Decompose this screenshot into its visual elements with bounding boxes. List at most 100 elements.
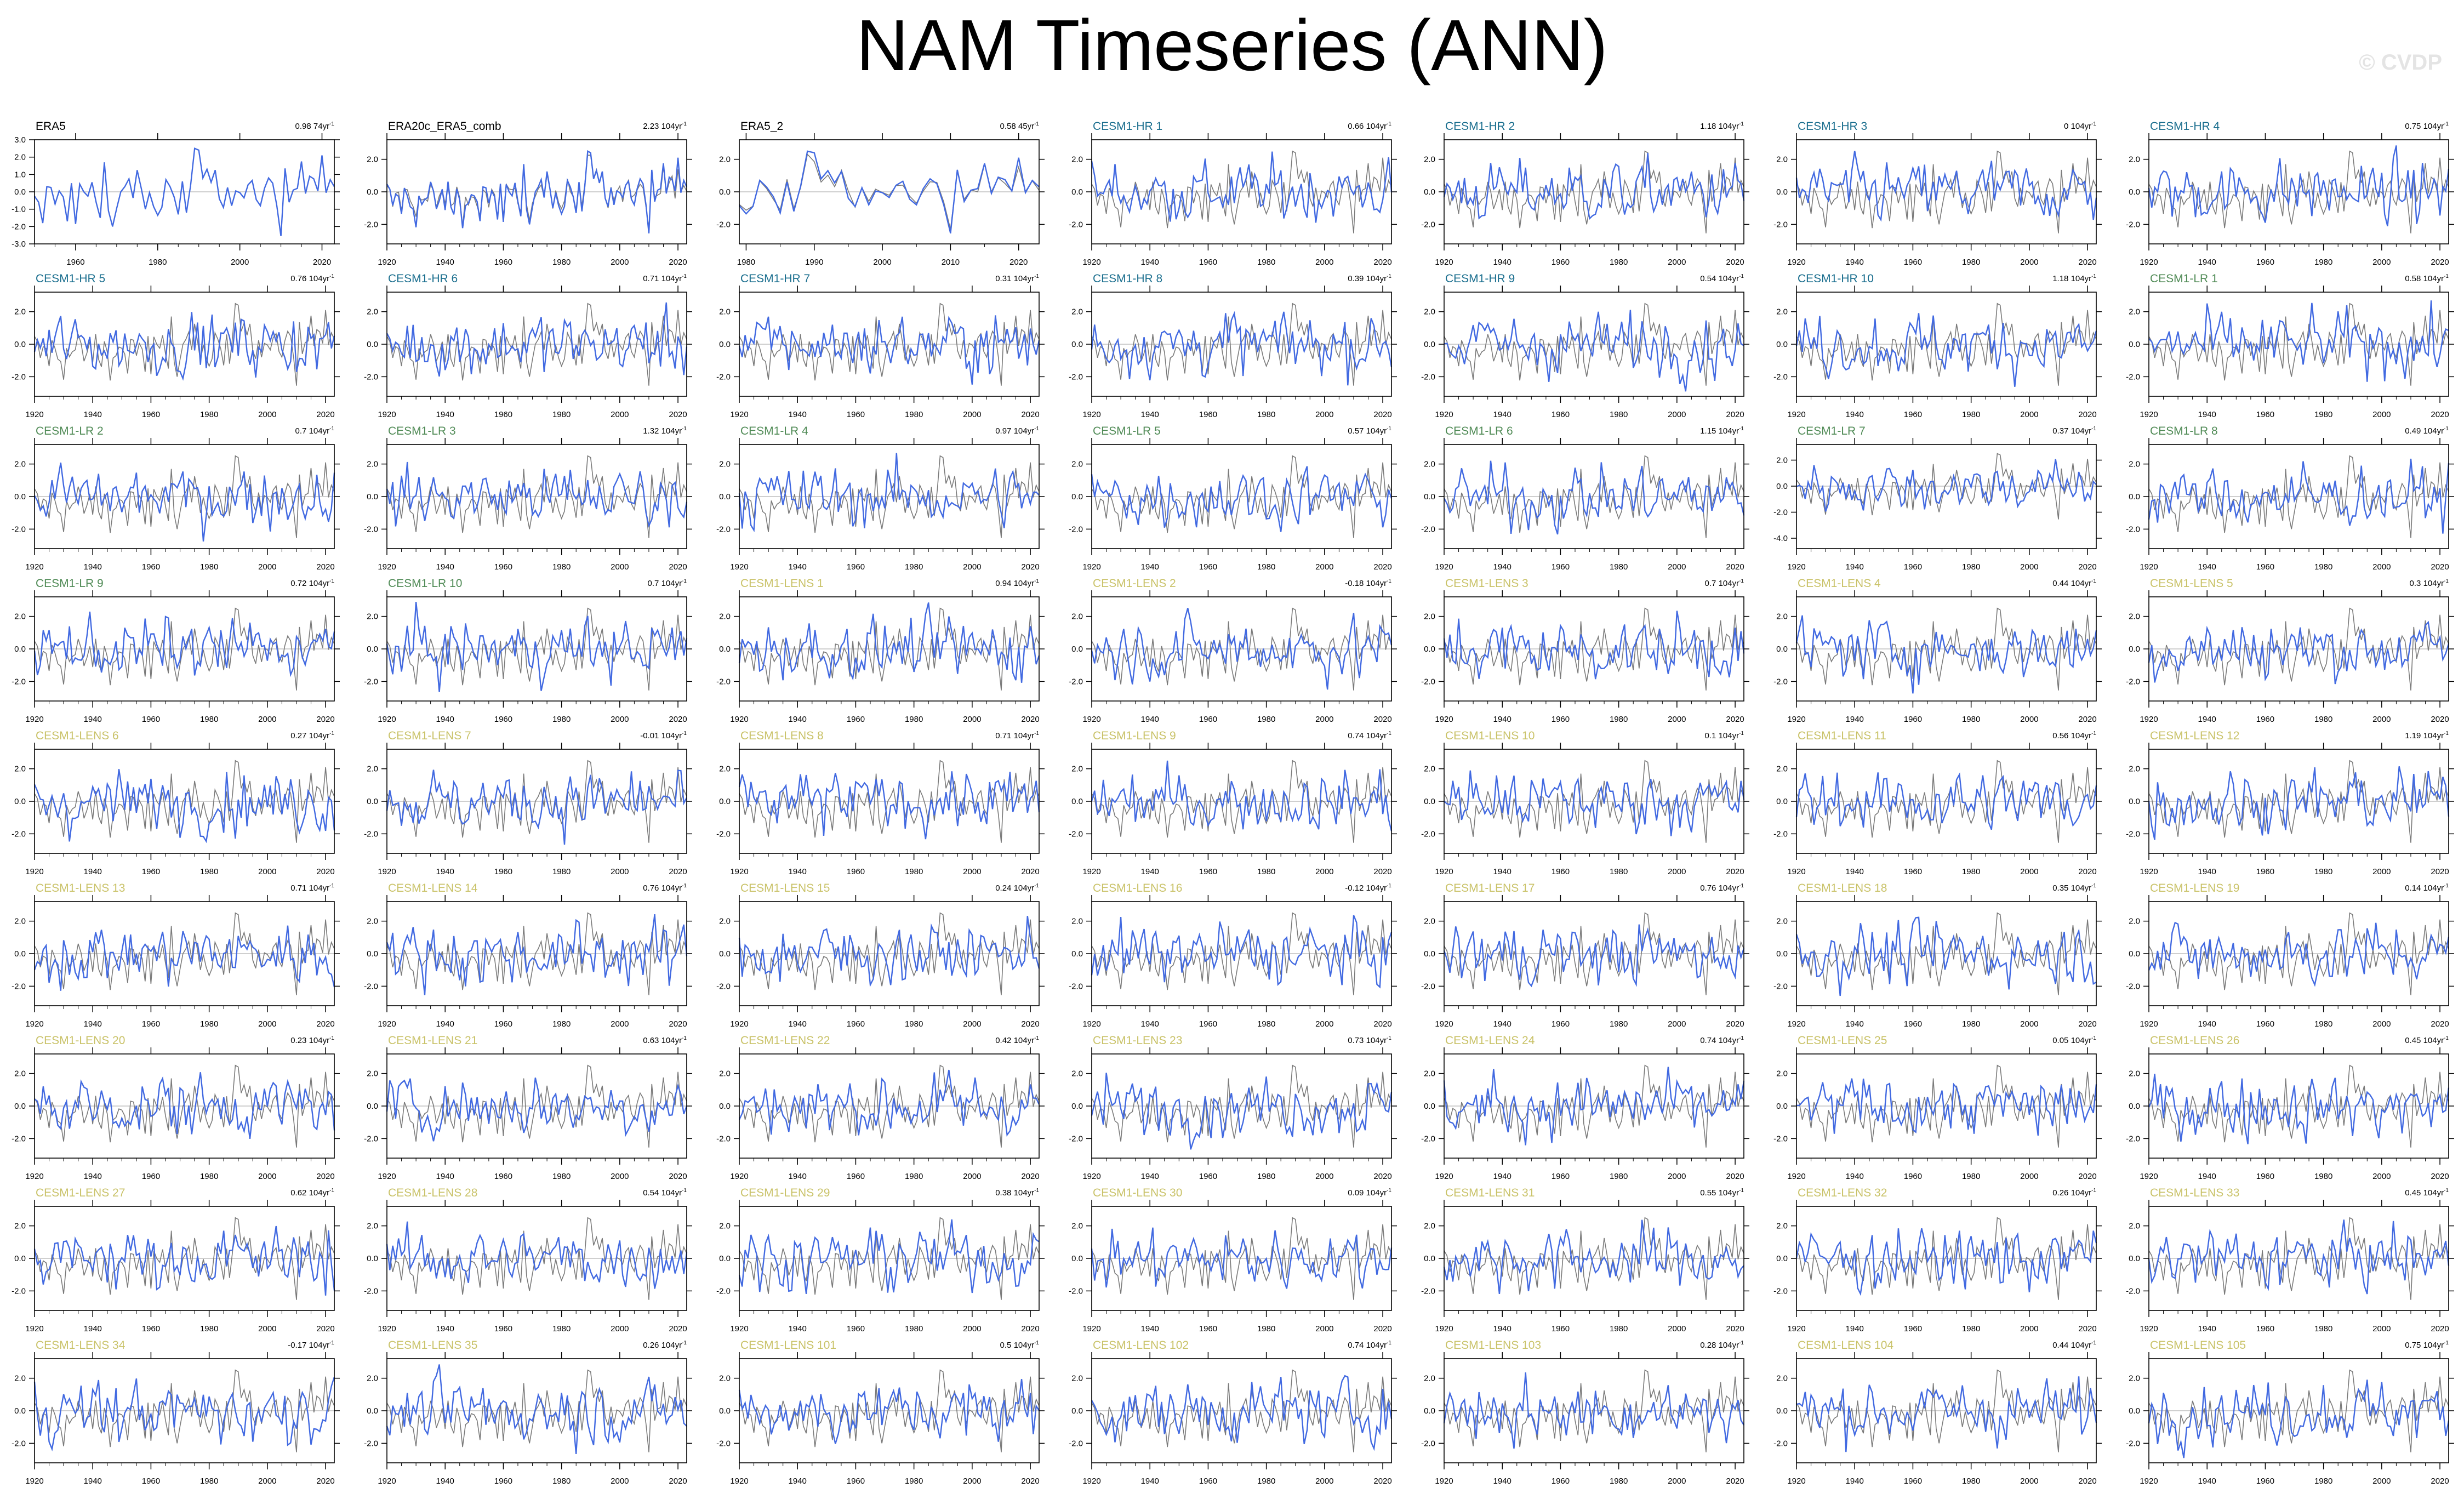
x-tick-label: 1940 [1141,1172,1159,1181]
x-tick-label: 2000 [1315,1019,1333,1029]
trend-unit-exponent: -1 [2091,121,2096,127]
y-tick-label: -2.0 [1421,829,1435,839]
obs-series-line [1091,455,1392,538]
panel-title: CESM1-LENS 28 [388,1187,478,1199]
series-line [2148,458,2450,534]
x-tick-label: 1980 [1257,1019,1275,1029]
plot-frame [1796,1053,2097,1159]
x-tick-label: 2020 [2078,1477,2096,1486]
plot-frame [2148,1358,2449,1463]
x-tick-label: 1980 [1962,867,1980,876]
x-tick-label: 1920 [1787,715,1805,724]
plot-frame [739,444,1040,549]
series-line [386,302,688,377]
x-tick-label: 2000 [2020,1477,2038,1486]
series-line [1795,150,2097,222]
x-tick-label: 1960 [1552,1324,1570,1333]
plot-frame [1091,1206,1392,1311]
y-tick-label: 0.0 [14,1254,26,1263]
y-tick-label: 0.0 [367,340,378,349]
x-tick-label: 2020 [316,715,334,724]
panel-title: CESM1-LR 7 [1798,425,1866,437]
series-line [34,147,335,236]
trend-unit-exponent: -1 [682,273,687,280]
panel-title: CESM1-HR 8 [1093,272,1163,285]
trend-unit-exponent: -1 [1739,1035,1744,1041]
series-line [33,1376,335,1452]
y-tick-label: 3.0 [14,135,26,145]
x-tick-label: 2020 [1021,562,1039,572]
trend-label: 0.31 104yr-1 [995,273,1039,283]
y-tick-label: 2.0 [1424,917,1435,926]
x-tick-label: 2000 [963,1324,981,1333]
panel-title: CESM1-LENS 31 [1445,1187,1535,1199]
x-tick-label: 2020 [2078,1172,2096,1181]
obs-series-line [1091,1369,1392,1452]
x-tick-label: 1960 [494,1019,512,1029]
obs-series-line [1091,912,1392,995]
trend-value: 2.23 104yr [643,122,682,131]
trend-value: -0.17 104yr [288,1341,330,1350]
panel-title: CESM1-LENS 18 [1798,882,1887,894]
x-tick-label: 1920 [1082,1477,1100,1486]
trend-value: 0.44 104yr [2052,1341,2092,1350]
trend-label: 0.27 104yr-1 [290,731,334,740]
obs-series-line [739,1369,1040,1452]
plot-frame [386,596,687,702]
x-tick-label: 2020 [669,410,687,419]
trend-value: 0.72 104yr [290,579,330,588]
y-tick-label: -2.0 [2126,1439,2140,1448]
x-tick-label: 2020 [669,562,687,572]
x-tick-label: 2000 [873,258,891,267]
x-tick-label: 1980 [552,258,571,267]
x-tick-label: 1980 [2314,1172,2332,1181]
series-line [2148,1219,2450,1295]
panel-title: CESM1-LR 5 [1093,425,1161,437]
plot-frame [34,444,335,549]
x-tick-label: 2020 [669,715,687,724]
trend-value: 0.76 104yr [643,884,682,893]
panel-title: CESM1-LENS 25 [1798,1034,1887,1047]
trend-value: 0.55 104yr [1700,1188,1739,1198]
trend-label: 1.15 104yr-1 [1700,426,1744,436]
series-line [1091,1227,1393,1289]
y-tick-label: 0.0 [14,949,26,959]
plot-frame [2148,292,2449,397]
y-tick-label: 0.0 [14,1406,26,1416]
series-line [386,770,688,845]
trend-value: 0.7 104yr [647,579,682,588]
panel-title: CESM1-LR 3 [388,425,456,437]
y-tick-label: 2.0 [1776,456,1788,465]
series-line [1443,1372,1745,1449]
x-tick-label: 1920 [1082,867,1100,876]
x-tick-label: 1940 [789,562,807,572]
y-tick-label: 0.0 [1071,187,1083,197]
trend-unit-exponent: -1 [1034,121,1039,127]
x-tick-label: 2000 [258,410,276,419]
trend-value: 0.3 104yr [2409,579,2444,588]
y-tick-label: 2.0 [2129,155,2140,164]
plot-frame [1796,901,2097,1006]
x-tick-label: 2020 [316,1019,334,1029]
x-tick-label: 1980 [1610,1019,1628,1029]
x-tick-label: 1920 [1787,867,1805,876]
trend-label: 0.26 104yr-1 [2052,1188,2096,1198]
y-tick-label: 0.0 [367,187,378,197]
y-tick-label: 2.0 [1071,765,1083,774]
series-line [1091,760,1393,831]
y-tick-label: -2.0 [1773,1286,1788,1296]
x-tick-label: 1940 [1846,562,1864,572]
series-line [1443,924,1745,988]
trend-unit-exponent: -1 [329,1340,334,1346]
x-tick-label: 1920 [25,1172,43,1181]
x-tick-label: 1940 [1846,715,1864,724]
